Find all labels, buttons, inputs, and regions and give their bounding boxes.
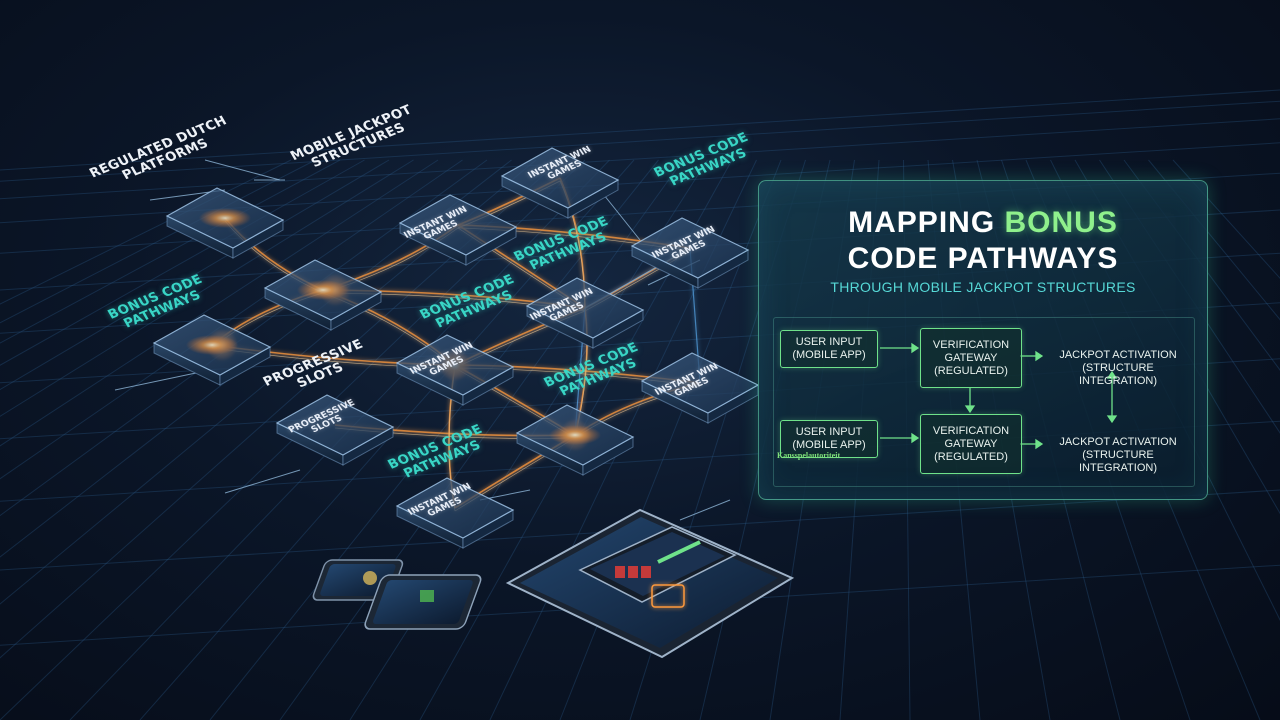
- tile-face: [398, 194, 518, 256]
- user-input-box: USER INPUT (MOBILE APP): [780, 420, 878, 458]
- flow-text: (MOBILE APP): [792, 349, 866, 361]
- pathway-tile: [398, 194, 518, 266]
- grid-line: [1148, 159, 1280, 321]
- arrow-line: [204, 159, 281, 181]
- panel-title: MAPPING BONUS CODE PATHWAYS: [759, 205, 1207, 277]
- tile-glow: [186, 335, 238, 355]
- grid-line: [0, 159, 365, 366]
- tile-face: [395, 334, 515, 396]
- arrow-line: [224, 469, 301, 494]
- info-panel: MAPPING BONUS CODE PATHWAYS THROUGH MOBI…: [758, 180, 1208, 500]
- pathway-tile: [640, 352, 760, 424]
- tile-face: [275, 394, 395, 456]
- tile-layer: [152, 147, 760, 549]
- tile-glow: [297, 280, 349, 300]
- flow-text: VERIFICATION: [932, 338, 1010, 351]
- arrow-line: [679, 499, 731, 521]
- regulator-logo: Kansspelautoriteit: [777, 451, 841, 460]
- grid-line: [279, 159, 684, 720]
- pathway-tile: [515, 404, 635, 476]
- flow-text: (STRUCTURE INTEGRATION): [1078, 362, 1157, 387]
- grid-line: [0, 159, 488, 517]
- pathway-tile: [395, 477, 515, 549]
- pathway-tile: [500, 147, 620, 219]
- title-highlight: BONUS: [1004, 206, 1118, 239]
- grid-line: [0, 159, 316, 324]
- jackpot-activation-text: JACKPOT ACTIVATION (STRUCTURE INTEGRATIO…: [1042, 436, 1194, 475]
- flow-text: USER INPUT: [795, 336, 863, 348]
- pathway-tile: [395, 334, 515, 406]
- smartphone-icon: [578, 526, 737, 608]
- pathway-tile: [525, 277, 645, 349]
- grid-line: [1172, 159, 1280, 279]
- tile-face: [395, 477, 515, 539]
- flow-arrows: [880, 342, 1118, 450]
- tile-glow: [199, 208, 251, 228]
- user-input-box: USER INPUT (MOBILE APP): [780, 330, 878, 368]
- pathway-tile: [630, 217, 750, 289]
- tile-face: [630, 217, 750, 279]
- flow-diagram: USER INPUT (MOBILE APP) VERIFICATION GAT…: [773, 317, 1195, 487]
- grid-line: [0, 100, 1280, 182]
- tile-glow: [549, 425, 601, 445]
- panel-subtitle: THROUGH MOBILE JACKPOT STRUCTURES: [830, 279, 1136, 295]
- pathway-tile: [152, 314, 272, 386]
- tile-face: [500, 147, 620, 209]
- flow-text: USER INPUT: [795, 426, 863, 438]
- verification-gateway-box: VERIFICATION GATEWAY (REGULATED): [920, 414, 1022, 474]
- grid-line: [0, 118, 1280, 200]
- flow-text: (REGULATED): [934, 364, 1008, 377]
- grid-line: [209, 159, 659, 720]
- flow-text: JACKPOT ACTIVATION: [1059, 436, 1177, 448]
- arrow-line: [114, 369, 211, 391]
- grid-line: [0, 159, 439, 447]
- flow-text: VERIFICATION: [932, 424, 1010, 437]
- flow-text: GATEWAY: [944, 437, 998, 450]
- title-part: MAPPING: [848, 206, 1005, 239]
- pathway-tile: [165, 187, 285, 259]
- flow-text: (REGULATED): [934, 450, 1008, 463]
- grid-line: [0, 159, 512, 558]
- flow-text: (STRUCTURE INTEGRATION): [1078, 449, 1157, 474]
- flow-text: JACKPOT ACTIVATION: [1059, 349, 1177, 361]
- flow-text: (MOBILE APP): [792, 439, 866, 451]
- grid-line: [0, 159, 341, 344]
- grid-line: [0, 89, 1280, 171]
- pathway-tile: [275, 394, 395, 466]
- arrow-line: [599, 189, 641, 241]
- tile-face: [525, 277, 645, 339]
- smartphone-icon: [364, 574, 482, 630]
- jackpot-activation-text: JACKPOT ACTIVATION (STRUCTURE INTEGRATIO…: [1042, 349, 1194, 388]
- grid-line: [0, 159, 537, 605]
- pathway-tile: [263, 259, 383, 331]
- flow-text: GATEWAY: [944, 351, 998, 364]
- grid-line: [0, 159, 292, 305]
- grid-line: [0, 159, 463, 480]
- title-part: CODE PATHWAYS: [847, 242, 1119, 275]
- verification-gateway-box: VERIFICATION GATEWAY (REGULATED): [920, 328, 1022, 388]
